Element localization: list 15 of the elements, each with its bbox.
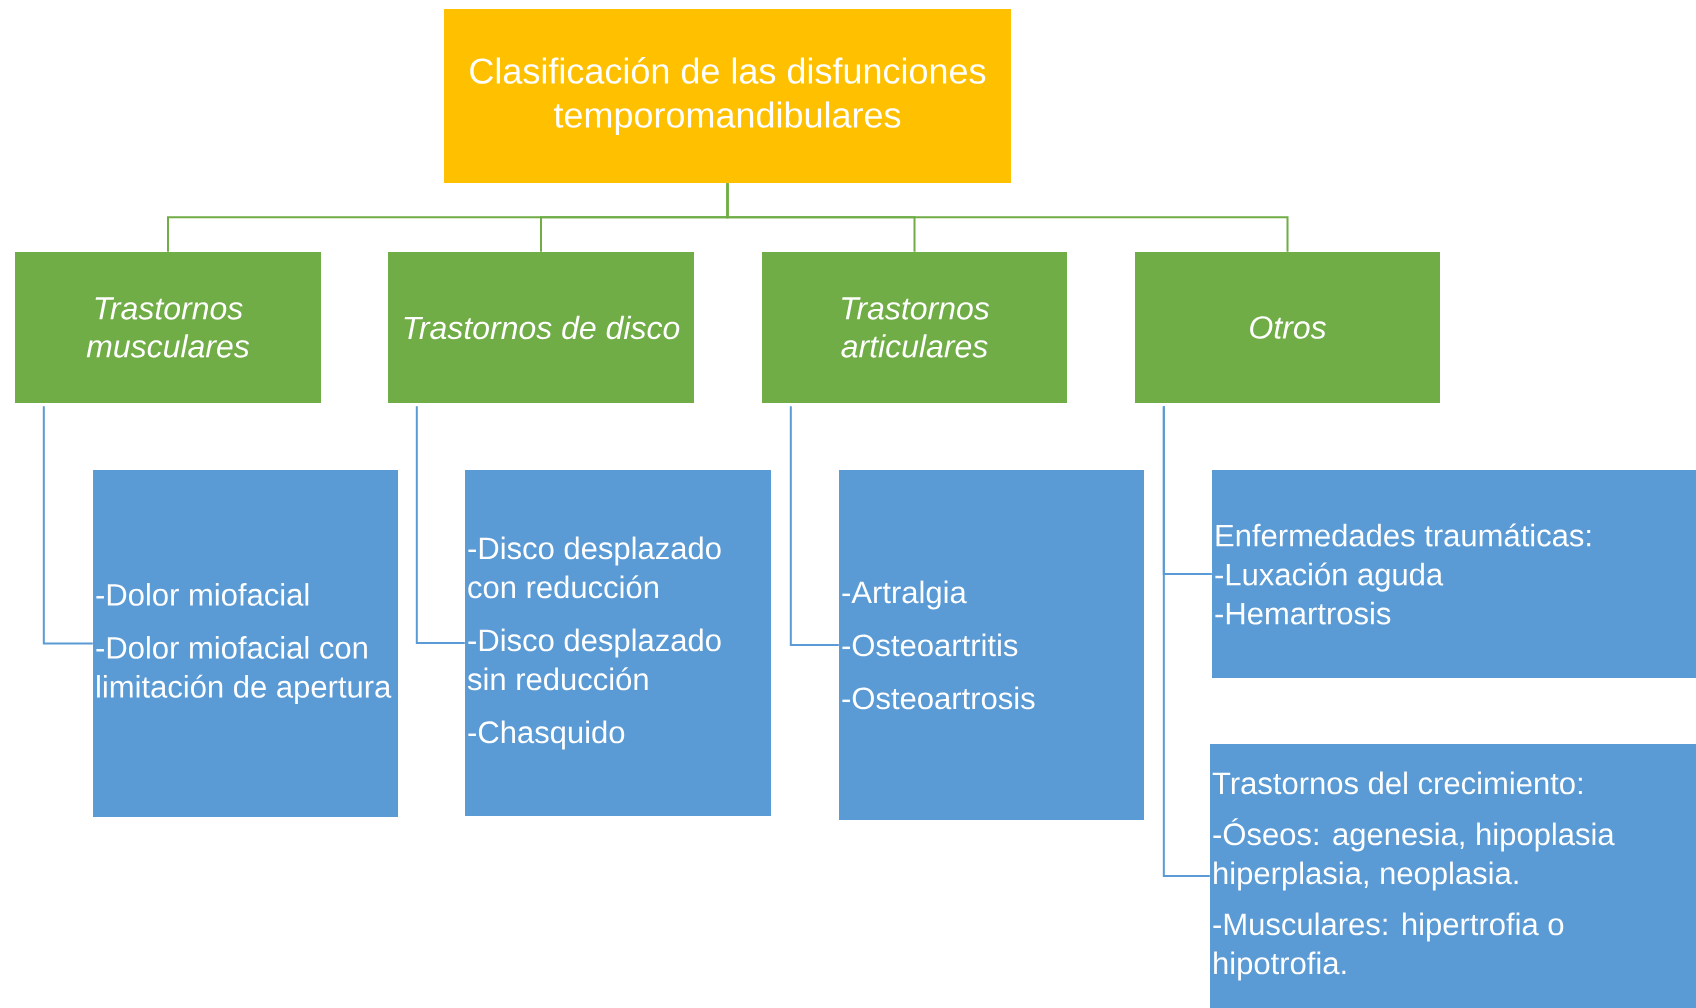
process-box: Clasificación de las disfunciones temporomandibulares <box>444 9 1011 183</box>
detail-box: Trastornos del crecimiento: -Óseos: agenesia, hipoplasia hiperplasia, neoplasia. -Musculares: hipertrofia o hipotrofia. <box>1210 744 1696 1008</box>
detail-box: -Artralgia -Osteoartritis -Osteoartrosis <box>839 470 1144 820</box>
category-box: Trastornos articulares <box>762 252 1067 403</box>
detail-box: -Dolor miofacial -Dolor miofacial con limitación de apertura <box>93 470 398 817</box>
category-box: Trastornos de disco <box>388 252 694 403</box>
connector-line <box>42 405 94 645</box>
connector-line <box>1162 405 1211 877</box>
connector-line <box>789 405 840 646</box>
detail-box: -Disco desplazado con reducción -Disco desplazado sin reducción -Chasquido <box>465 470 771 816</box>
category-box: Trastornos musculares <box>15 252 321 403</box>
connector-line <box>415 405 466 644</box>
connector-line <box>726 182 1289 253</box>
detail-box: Enfermedades traumáticas: -Luxación aguda -Hemartrosis <box>1212 470 1696 678</box>
category-box: Otros <box>1135 252 1440 403</box>
